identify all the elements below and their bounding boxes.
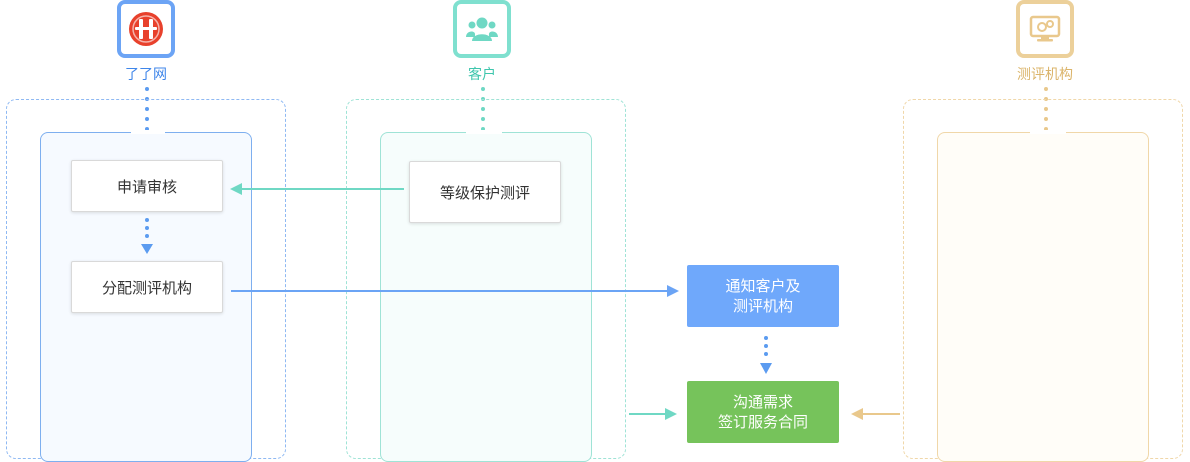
apply-review-node: 申请审核: [71, 160, 223, 212]
liaoliao-role-icon: [117, 0, 175, 58]
monitor-gear-icon: [1029, 15, 1061, 42]
evaluator-role-icon: [1016, 0, 1074, 58]
notify-node-line1: 通知客户及: [725, 277, 801, 295]
customer-role-icon: [453, 0, 511, 58]
arrow-notify-to-communicate: [760, 336, 772, 374]
arrow-review-to-assign: [141, 218, 153, 254]
users-icon: [466, 17, 498, 41]
notify-node: 通知客户及 测评机构: [687, 265, 839, 327]
arrow-protection-to-review-head: [230, 183, 242, 195]
communicate-node-line1: 沟通需求: [732, 393, 793, 411]
flow-arrows: [141, 183, 900, 420]
evaluator-role-label: 测评机构: [1017, 67, 1073, 83]
arrow-evaluator-to-communicate-head: [851, 408, 863, 420]
assign-evaluator-node: 分配测评机构: [71, 261, 223, 313]
arrow-assign-to-notify-head: [667, 285, 679, 297]
communicate-node-line2: 签订服务合同: [717, 413, 808, 431]
notify-node-line2: 测评机构: [732, 297, 793, 315]
evaluator-lane-inner: [937, 132, 1149, 462]
communicate-node: 沟通需求 签订服务合同: [687, 381, 839, 443]
liaoliao-logo-icon: [129, 12, 163, 46]
customer-role-label: 客户: [468, 67, 496, 83]
arrow-customer-to-communicate-head: [665, 408, 677, 420]
level-protection-node: 等级保护测评: [409, 161, 561, 223]
liaoliao-role-label: 了了网: [125, 67, 167, 83]
